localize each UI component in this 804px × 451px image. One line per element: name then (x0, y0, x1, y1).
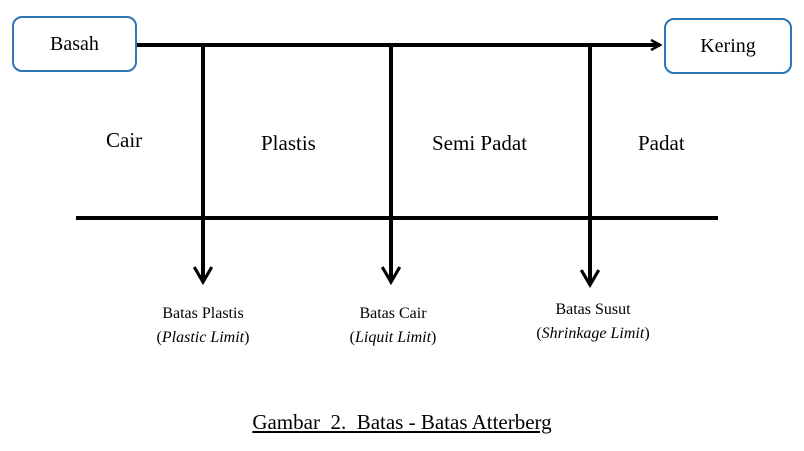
wet-state-box: Basah (12, 16, 137, 72)
phase-liquid-label: Cair (106, 128, 143, 152)
dry-state-label: Kering (700, 34, 756, 57)
figure-caption: Gambar 2. Batas - Batas Atterberg (0, 410, 804, 435)
shrinkage-limit-english: (Shrinkage Limit) (536, 325, 650, 342)
liquid-limit-english: (Liquit Limit) (349, 329, 437, 346)
plastic-limit-label: Batas Plastis (Plastic Limit) (128, 302, 278, 350)
figure-caption-text: Gambar 2. Batas - Batas Atterberg (252, 410, 552, 434)
plastic-limit-english: (Plastic Limit) (156, 329, 250, 346)
dry-state-box: Kering (664, 18, 792, 74)
phase-semi-solid-label: Semi Padat (432, 131, 528, 155)
wet-state-label: Basah (50, 32, 99, 55)
phase-solid-label: Padat (638, 131, 685, 155)
phase-plastic-label: Plastis (261, 131, 316, 155)
shrinkage-limit-name: Batas Susut (555, 301, 631, 318)
liquid-limit-label: Batas Cair (Liquit Limit) (318, 302, 468, 350)
plastic-limit-name: Batas Plastis (162, 305, 244, 322)
liquid-limit-name: Batas Cair (359, 305, 427, 322)
shrinkage-limit-label: Batas Susut (Shrinkage Limit) (508, 298, 678, 346)
